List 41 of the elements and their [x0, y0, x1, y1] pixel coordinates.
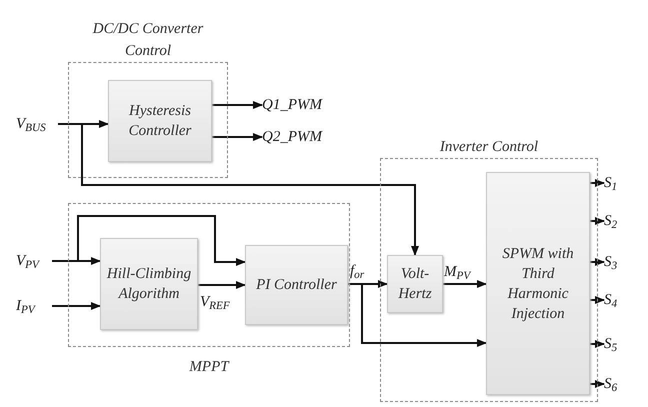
signal-label: S$_{5}$: [604, 335, 618, 353]
group-title: MPPT: [189, 358, 229, 377]
process-box: [108, 80, 212, 162]
edge-label: M$_{PV}$: [444, 264, 470, 280]
arrow: [443, 280, 487, 288]
block-label: Volt-Hertz: [397, 265, 433, 304]
signal-label: I$_{PV}$: [16, 297, 35, 315]
edge-label: V$_{REF}$: [200, 294, 230, 310]
arrow: [52, 302, 101, 310]
signal-label: S$_{6}$: [604, 375, 618, 393]
arrow: [590, 217, 605, 225]
arrow: [212, 101, 263, 109]
block-label: Hysteresis Controller: [128, 102, 192, 141]
signal-label: S$_{3}$: [604, 253, 618, 271]
block-label: SPWM with Third Harmonic Injection: [501, 244, 575, 324]
signal-label: Q2_PWM: [262, 128, 322, 146]
process-box: [100, 238, 198, 330]
signal-label: S$_{2}$: [604, 212, 618, 230]
arrow: [590, 380, 605, 388]
process-box: [387, 255, 443, 313]
arrow: [212, 133, 263, 141]
arrow: [590, 258, 605, 266]
arrow: [590, 296, 605, 304]
arrow: [198, 281, 246, 289]
group-title: Inverter Control: [440, 138, 538, 157]
signal-label: S$_{1}$: [604, 174, 618, 192]
process-box: [245, 245, 348, 325]
signal-label: V$_{PV}$: [16, 252, 39, 270]
arrow: [590, 340, 605, 348]
block-label: Hill-Climbing Algorithm: [106, 265, 192, 304]
signal-label: Q1_PWM: [262, 96, 322, 114]
arrow: [348, 283, 487, 347]
signal-label: S$_{4}$: [604, 291, 618, 309]
arrow: [52, 215, 246, 266]
process-box: [486, 172, 590, 395]
arrow: [590, 179, 605, 187]
arrow: [58, 123, 419, 256]
group-title: DC/DC Converter Control: [92, 20, 204, 61]
block-label: PI Controller: [256, 276, 337, 295]
edge-label: f$_{or}$: [350, 263, 364, 279]
signal-label: V$_{BUS}$: [16, 115, 46, 133]
